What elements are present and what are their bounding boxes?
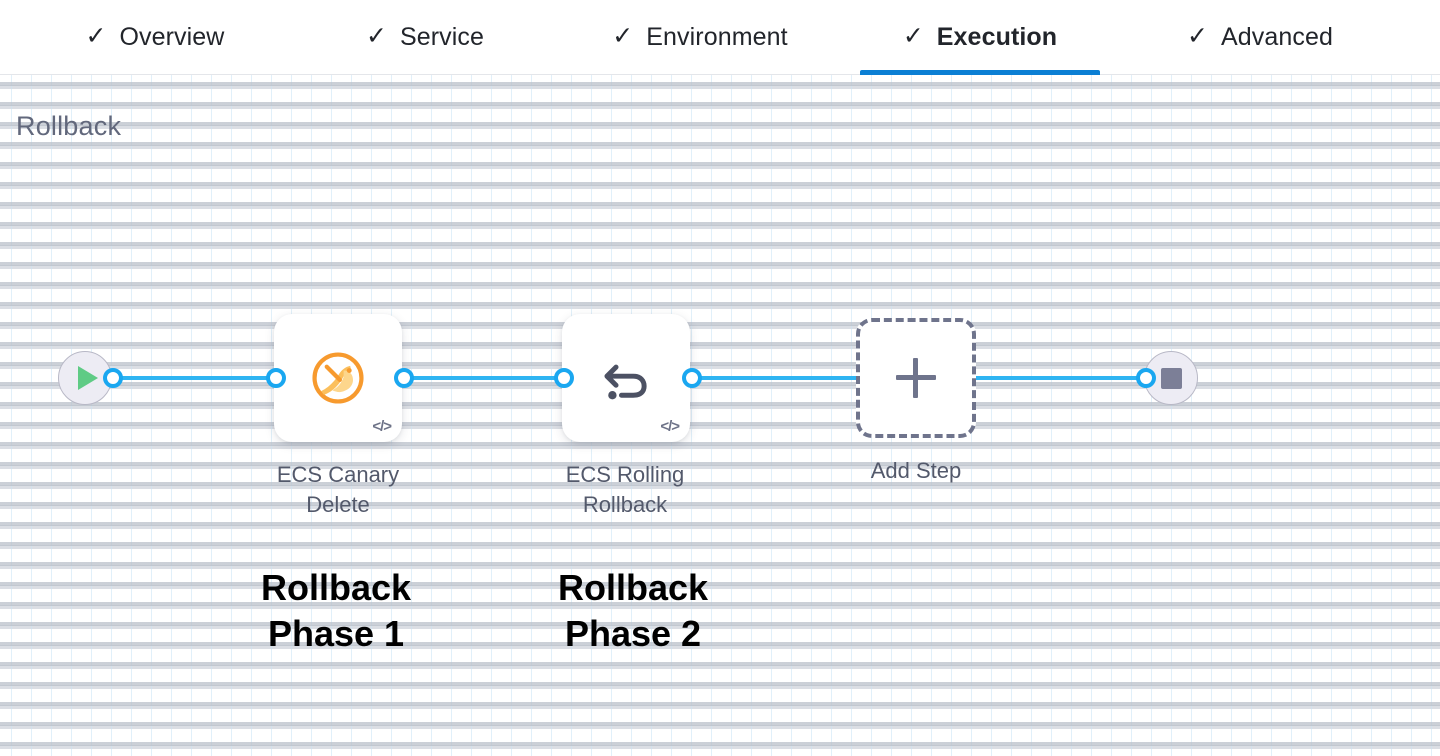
tab-active-indicator bbox=[575, 70, 825, 75]
tab-environment[interactable]: ✓ Environment bbox=[575, 0, 825, 75]
check-icon: ✓ bbox=[85, 21, 107, 50]
tab-active-indicator bbox=[860, 69, 1100, 75]
tab-label: Execution bbox=[936, 22, 1058, 51]
code-badge-icon[interactable]: </> bbox=[372, 418, 392, 435]
tab-advanced[interactable]: ✓ Advanced bbox=[1145, 0, 1375, 75]
edge-start-to-step1 bbox=[110, 376, 282, 380]
tab-label: Service bbox=[399, 22, 484, 51]
pipeline-canvas[interactable]: Rollback bbox=[0, 75, 1440, 756]
edge-step1-to-step2 bbox=[398, 376, 570, 380]
port-step1-in[interactable] bbox=[266, 368, 286, 388]
port-start-out[interactable] bbox=[103, 368, 123, 388]
section-title-rollback: Rollback bbox=[16, 111, 122, 141]
port-step2-in[interactable] bbox=[554, 368, 574, 388]
tab-service[interactable]: ✓ Service bbox=[325, 0, 525, 75]
tab-label: Advanced bbox=[1220, 22, 1333, 51]
step-node-ecs-rolling-rollback[interactable]: </> bbox=[562, 314, 690, 442]
port-end-in[interactable] bbox=[1136, 368, 1156, 388]
annotation-rollback-phase-2: Rollback Phase 2 bbox=[557, 567, 709, 654]
check-icon: ✓ bbox=[902, 21, 924, 50]
tab-execution[interactable]: ✓ Execution bbox=[860, 0, 1100, 75]
tab-label: Environment bbox=[646, 22, 788, 51]
code-badge-icon[interactable]: </> bbox=[660, 418, 680, 435]
flow-graph: </> ECS Canary Delete Rollback Phase 1 <… bbox=[0, 75, 1440, 756]
play-icon bbox=[78, 366, 98, 390]
check-icon: ✓ bbox=[612, 21, 634, 50]
port-step1-out[interactable] bbox=[394, 368, 414, 388]
check-icon: ✓ bbox=[365, 21, 387, 50]
tab-active-indicator bbox=[40, 70, 270, 75]
step-label-ecs-canary-delete: ECS Canary Delete bbox=[276, 462, 400, 517]
step-label-ecs-rolling-rollback: ECS Rolling Rollback bbox=[565, 462, 685, 517]
check-icon: ✓ bbox=[1187, 21, 1208, 50]
tab-label: Overview bbox=[119, 22, 225, 51]
step-node-ecs-canary-delete[interactable]: </> bbox=[274, 314, 402, 442]
plus-icon bbox=[896, 358, 936, 398]
annotation-rollback-phase-1: Rollback Phase 1 bbox=[260, 567, 412, 654]
port-step2-out[interactable] bbox=[682, 368, 702, 388]
add-step-button[interactable] bbox=[856, 318, 976, 438]
tab-active-indicator bbox=[325, 70, 525, 75]
stop-icon bbox=[1160, 367, 1182, 389]
tab-active-indicator bbox=[1145, 70, 1375, 75]
add-step-label: Add Step bbox=[870, 458, 962, 483]
tab-overview[interactable]: ✓ Overview bbox=[40, 0, 270, 75]
stage-tab-bar: ✓Overview✓Service✓Environment✓Execution✓… bbox=[0, 0, 1440, 75]
